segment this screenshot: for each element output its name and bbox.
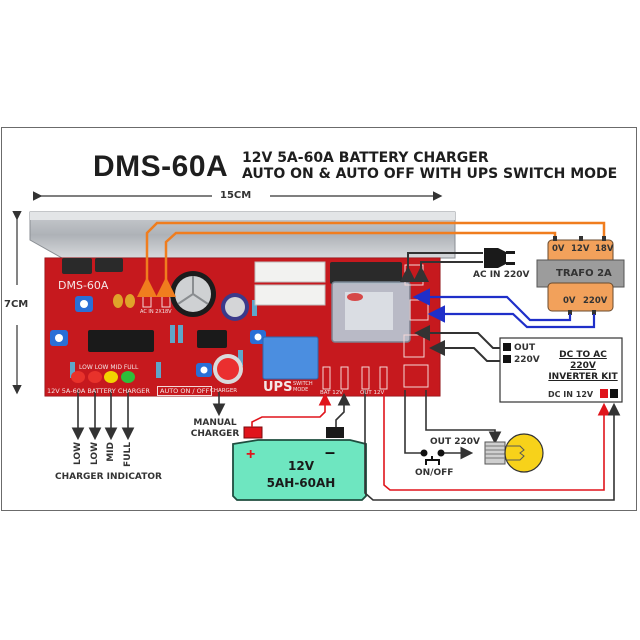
on-off-label: ON/OFF: [415, 468, 454, 478]
transformer: [536, 236, 625, 315]
silk-out-12v: OUT 12V: [360, 390, 385, 396]
indicator-led-3: [104, 371, 118, 383]
manual-charger-button: [213, 354, 243, 384]
indicator-led-1: [71, 371, 85, 383]
ac-plug-wires: [400, 252, 483, 282]
transistors: [62, 258, 123, 274]
indicator-led-2: [88, 371, 102, 383]
main-capacitor: [170, 271, 216, 317]
trafo-name: TRAFO 2A: [556, 268, 612, 279]
power-resistors: [254, 261, 326, 306]
height-label: 7CM: [4, 299, 29, 310]
inverter-dc-wires: [364, 390, 621, 501]
silk-switch-mode: SWITCH MODE: [293, 381, 313, 393]
indicator-led-4: [121, 371, 135, 383]
large-relay: [331, 281, 411, 343]
inverter-out-line-1: OUT: [514, 343, 536, 353]
silk-ac-in: AC IN 2X18V: [140, 309, 172, 315]
small-relay: [262, 336, 319, 380]
indicator-arrows: [71, 390, 135, 441]
mosfet-block: [330, 262, 402, 284]
secondary-capacitor: [221, 293, 249, 321]
heatsink: [29, 211, 456, 259]
out-220v-label: OUT 220V: [430, 437, 480, 447]
mains-wires: [412, 288, 596, 329]
inverter-kit-box: [499, 337, 623, 403]
trafo-tap-18v: 18V: [595, 244, 614, 254]
manual-charger-line-2: CHARGER: [190, 429, 240, 439]
trafo-tap-0v-secondary: 0V: [552, 244, 565, 254]
battery-capacity: 5AH-60AH: [266, 476, 336, 490]
inverter-out-line-2: 220V: [514, 355, 540, 365]
load-wires: [404, 390, 502, 460]
ac-plug-icon: [484, 248, 515, 268]
transformer-secondary-wires: [137, 221, 606, 297]
silk-ups: UPS: [263, 380, 293, 395]
tantalum-capacitors: [113, 294, 135, 308]
resistors: [70, 300, 257, 378]
subtitle: 12V 5A-60A BATTERY CHARGER AUTO ON & AUT…: [242, 150, 617, 182]
manual-charger-label: MANUAL CHARGER: [186, 418, 244, 440]
trafo-tap-12v: 12V: [571, 244, 590, 254]
model-title: DMS-60A: [93, 150, 229, 183]
battery: [232, 426, 367, 501]
trafo-tap-220v: 220V: [583, 296, 608, 306]
subtitle-line-1: 12V 5A-60A BATTERY CHARGER: [242, 150, 489, 166]
ac-in-label: AC IN 220V: [473, 270, 530, 280]
indicator-label-mid: MID: [106, 442, 116, 462]
silk-indicators: LOW LOW MID FULL: [79, 364, 139, 371]
trafo-tap-0v-primary: 0V: [563, 296, 576, 306]
subtitle-line-2: AUTO ON & AUTO OFF WITH UPS SWITCH MODE: [242, 166, 618, 182]
width-label: 15CM: [220, 190, 252, 201]
board-model-silkscreen: DMS-60A: [58, 279, 109, 292]
indicator-label-low-1: LOW: [73, 442, 83, 465]
indicator-label-full: FULL: [123, 442, 133, 467]
battery-label: 12V 5AH-60AH: [266, 458, 336, 492]
inverter-dc-in-label: DC IN 12V: [548, 390, 594, 399]
silk-charger: CHARGER: [210, 388, 238, 394]
indicator-leds: [71, 371, 135, 383]
battery-voltage: 12V: [288, 459, 314, 473]
indicator-label-low-2: LOW: [90, 442, 100, 465]
light-bulb-icon: [484, 433, 544, 473]
battery-plus-sign: +: [246, 446, 256, 463]
inverter-title-line-1: DC TO AC 220V: [559, 350, 607, 371]
on-off-switch: [420, 449, 445, 465]
ic-chip: [88, 330, 227, 352]
silk-bat-12v: BAT 12V: [320, 390, 343, 396]
silk-board-name: 12V 5A-60A BATTERY CHARGER: [47, 387, 150, 395]
charger-indicator-caption: CHARGER INDICATOR: [55, 472, 162, 482]
battery-wires: [251, 392, 351, 427]
silk-auto-on-off: AUTO ON / OFF: [157, 386, 213, 396]
inverter-title: DC TO AC 220V INVERTER KIT: [548, 350, 618, 383]
inverter-title-line-2: INVERTER KIT: [548, 372, 618, 382]
battery-minus-sign: –: [325, 442, 336, 462]
manual-charger-line-1: MANUAL: [193, 418, 237, 428]
inverter-out-label: OUT 220V: [514, 342, 540, 366]
trimmer-potentiometers: [50, 296, 266, 377]
